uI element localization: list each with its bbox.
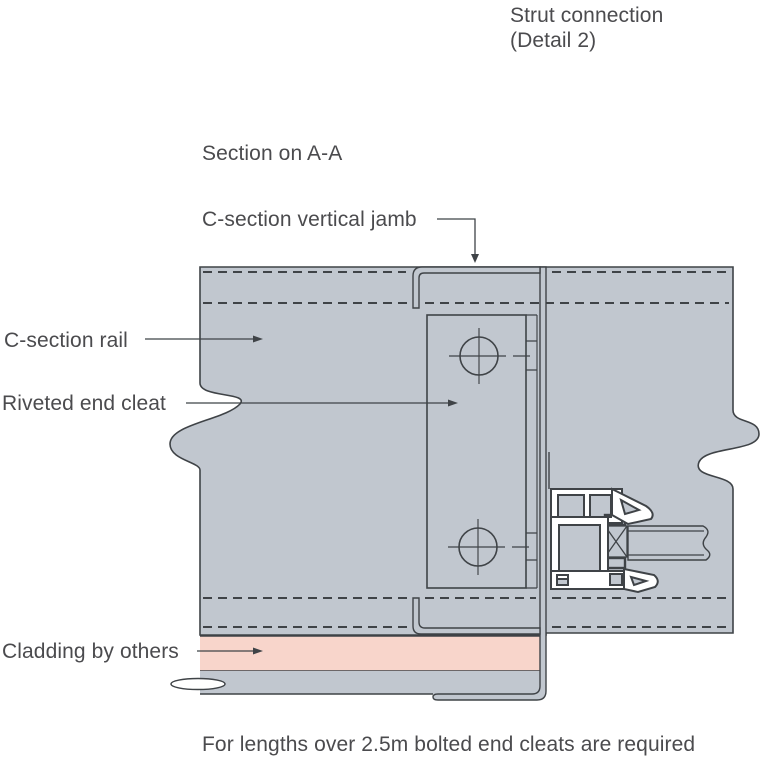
label-cleat: Riveted end cleat [2, 392, 166, 415]
cleat-group [426, 314, 538, 589]
rivet-bottom-crosshair [448, 519, 529, 575]
profile-top-arm [611, 487, 654, 526]
label-jamb: C-section vertical jamb [202, 208, 417, 231]
strut-connector-profile [550, 487, 659, 594]
jamb-leader-line [437, 218, 476, 256]
rivet-top-crosshair [449, 328, 530, 384]
drawing-title: Strut connection (Detail 2) [510, 4, 664, 52]
footnote: For lengths over 2.5m bolted end cleats … [202, 733, 696, 756]
jamb-bottom-lip [412, 597, 541, 635]
profile-bottom-arm [623, 567, 659, 594]
rail-dashed-lines [203, 271, 729, 628]
sheet-break-symbol [170, 677, 226, 691]
rail-body-shape [169, 266, 760, 636]
cladding-leader-arrow-icon [253, 647, 263, 655]
strut-bar [627, 525, 711, 561]
jamb-top-flange [412, 266, 541, 309]
cladding-assembly [170, 635, 540, 695]
cleat-rivet-strip [526, 314, 538, 589]
jamb-web-and-foot [432, 266, 547, 701]
rail-body [169, 266, 760, 636]
label-cladding: Cladding by others [2, 640, 179, 663]
section-label: Section on A-A [202, 142, 343, 165]
strut-bar-inner-lines [628, 530, 704, 556]
rail-leader-arrow-icon [253, 335, 263, 343]
label-rail: C-section rail [4, 329, 128, 352]
cleat-plate [426, 314, 527, 589]
lower-sheet [200, 671, 540, 694]
cladding-band [200, 636, 540, 671]
jamb-leader-arrow-icon [471, 254, 479, 263]
leader-lines [145, 218, 479, 655]
cleat-leader-arrow-icon [448, 399, 458, 407]
jamb-outline [412, 266, 547, 701]
